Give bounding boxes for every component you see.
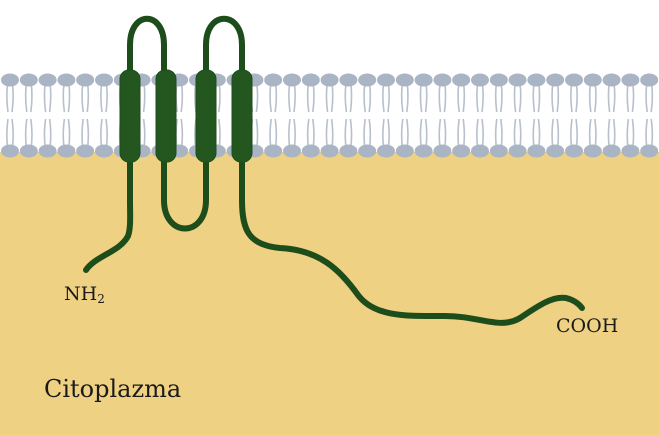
lipid-head <box>490 145 508 158</box>
lipid-tails <box>82 84 88 147</box>
lipid-head <box>1 145 19 158</box>
lipid-tails <box>477 84 483 147</box>
lipid-tails <box>458 84 464 147</box>
lipid-head <box>640 74 658 87</box>
lipid-tails <box>7 84 13 147</box>
lipid-head <box>283 145 301 158</box>
lipid-head <box>490 74 508 87</box>
lipid-head <box>302 74 320 87</box>
lipid-tails <box>590 84 596 147</box>
lipid-tails <box>514 84 520 147</box>
c-terminus-label: COOH <box>556 315 618 337</box>
lipid-head <box>396 145 414 158</box>
lipid-head <box>584 145 602 158</box>
lipid-bilayer <box>1 74 658 158</box>
lipid-tails <box>270 84 276 147</box>
lipid-head <box>603 145 621 158</box>
lipid-head <box>471 74 489 87</box>
lipid-head <box>377 145 395 158</box>
lipid-head <box>546 74 564 87</box>
lipid-tails <box>63 84 69 147</box>
lipid-head <box>76 145 94 158</box>
lipid-head <box>527 145 545 158</box>
lipid-head <box>20 145 38 158</box>
lipid-head <box>565 145 583 158</box>
lipid-tails <box>496 84 502 147</box>
transmembrane-helix <box>156 70 176 162</box>
lipid-head <box>433 74 451 87</box>
transmembrane-helix <box>120 70 140 162</box>
lipid-tails <box>101 84 107 147</box>
lipid-head <box>39 145 57 158</box>
transmembrane-helix <box>196 70 216 162</box>
lipid-tails <box>420 84 426 147</box>
lipid-head <box>396 74 414 87</box>
n-terminus-text: NH <box>64 283 97 305</box>
lipid-head <box>358 74 376 87</box>
lipid-head <box>302 145 320 158</box>
lipid-head <box>20 74 38 87</box>
lipid-head <box>621 74 639 87</box>
lipid-head <box>1 74 19 87</box>
lipid-head <box>509 74 527 87</box>
lipid-tails <box>289 84 295 147</box>
lipid-head <box>584 74 602 87</box>
lipid-head <box>509 145 527 158</box>
lipid-tails <box>439 84 445 147</box>
lipid-head <box>321 145 339 158</box>
lipid-head <box>339 145 357 158</box>
lipid-head <box>621 145 639 158</box>
lipid-head <box>527 74 545 87</box>
transmembrane-helix <box>232 70 252 162</box>
lipid-head <box>76 74 94 87</box>
lipid-tails <box>646 84 652 147</box>
lipid-head <box>565 74 583 87</box>
lipid-tails <box>345 84 351 147</box>
lipid-head <box>95 145 113 158</box>
lipid-tails <box>326 84 332 147</box>
lipid-tails <box>571 84 577 147</box>
n-terminus-label: NH2 <box>64 283 105 306</box>
lipid-head <box>283 74 301 87</box>
n-terminus-subscript: 2 <box>97 292 105 306</box>
lipid-head <box>546 145 564 158</box>
lipid-tails <box>26 84 32 147</box>
lipid-tails <box>627 84 633 147</box>
lipid-head <box>39 74 57 87</box>
lipid-head <box>640 145 658 158</box>
lipid-head <box>264 145 282 158</box>
lipid-tails <box>552 84 558 147</box>
lipid-tails <box>608 84 614 147</box>
lipid-head <box>603 74 621 87</box>
lipid-head <box>377 74 395 87</box>
lipid-head <box>264 74 282 87</box>
lipid-tails <box>308 84 314 147</box>
lipid-tails <box>176 84 182 147</box>
lipid-tails <box>383 84 389 147</box>
lipid-tails <box>364 84 370 147</box>
lipid-head <box>339 74 357 87</box>
lipid-head <box>321 74 339 87</box>
lipid-head <box>415 74 433 87</box>
lipid-head <box>452 145 470 158</box>
lipid-head <box>415 145 433 158</box>
lipid-head <box>358 145 376 158</box>
lipid-tails <box>533 84 539 147</box>
lipid-head <box>57 74 75 87</box>
lipid-head <box>433 145 451 158</box>
lipid-head <box>471 145 489 158</box>
cytoplasm-label: Citoplazma <box>44 375 181 403</box>
lipid-head <box>57 145 75 158</box>
lipid-tails <box>44 84 50 147</box>
lipid-head <box>95 74 113 87</box>
lipid-head <box>452 74 470 87</box>
lipid-tails <box>402 84 408 147</box>
